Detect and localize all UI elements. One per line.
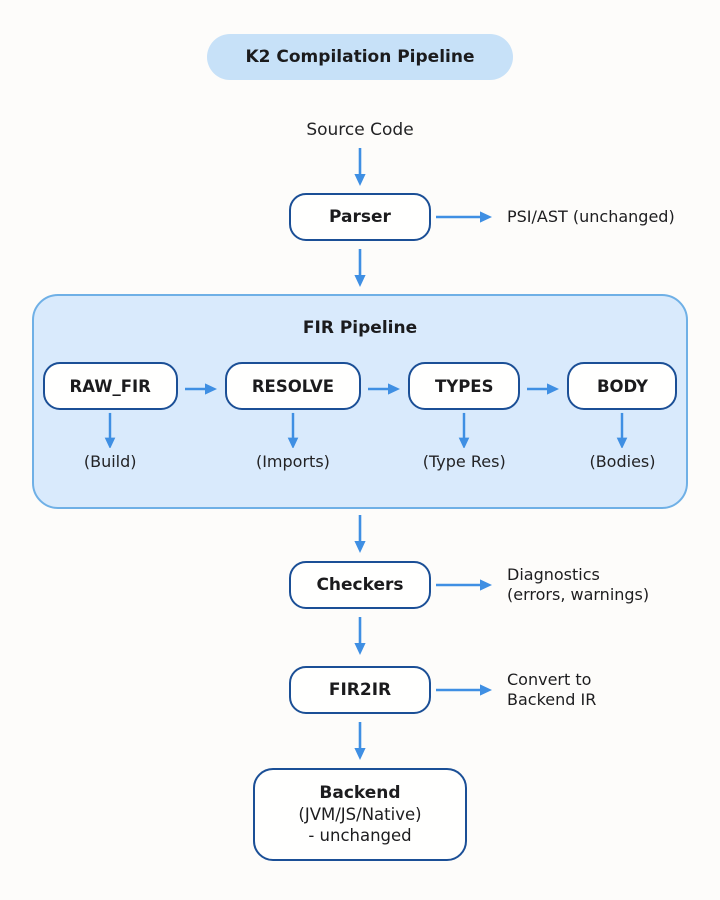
stage-sublabel: (Build) <box>83 452 137 471</box>
arrow-down-icon <box>615 412 630 448</box>
arrow-down-icon <box>103 412 117 448</box>
fir2ir-row: FIR2IR Convert to Backend IR <box>0 666 720 714</box>
fir2ir-label: FIR2IR <box>328 680 392 700</box>
stage-label: BODY <box>596 376 648 396</box>
stage-node-types: TYPES <box>408 362 521 410</box>
checkers-annotation-text: Diagnostics (errors, warnings) <box>507 565 649 605</box>
parser-annotation: PSI/AST (unchanged) <box>436 207 675 227</box>
arrow-right-icon <box>527 382 561 396</box>
stage-sublabel: (Bodies) <box>589 452 656 471</box>
arrow-right-icon <box>436 683 493 697</box>
backend-subtitle: (JVM/JS/Native) <box>298 805 422 824</box>
stage-sublabel: (Type Res) <box>422 452 506 471</box>
fir2ir-annotation: Convert to Backend IR <box>436 670 596 710</box>
parser-annotation-text: PSI/AST (unchanged) <box>507 207 675 226</box>
arrow-right-icon <box>184 382 218 396</box>
arrow-down-icon <box>457 412 471 448</box>
arrow-down-icon <box>286 412 300 448</box>
stage-group-body: BODY (Bodies) <box>567 362 678 471</box>
stage-node-resolve: RESOLVE <box>224 362 362 410</box>
checkers-annotation: Diagnostics (errors, warnings) <box>436 565 649 605</box>
arrow-down-icon <box>353 514 367 554</box>
parser-node: Parser <box>289 193 431 241</box>
annotation-line: Convert to <box>507 670 592 689</box>
fir2ir-node: FIR2IR <box>289 666 431 714</box>
arrow-down-icon <box>353 147 367 187</box>
parser-row: Parser PSI/AST (unchanged) <box>0 193 720 241</box>
fir-pipeline-container: FIR Pipeline RAW_FIR (Build) RESOLVE (Im… <box>32 294 688 509</box>
backend-title: Backend <box>319 783 401 803</box>
backend-note: - unchanged <box>308 826 412 845</box>
fir2ir-annotation-text: Convert to Backend IR <box>507 670 596 710</box>
stage-node-raw-fir: RAW_FIR <box>42 362 178 410</box>
checkers-row: Checkers Diagnostics (errors, warnings) <box>0 561 720 609</box>
stage-node-body: BODY <box>567 362 678 410</box>
arrow-right-icon <box>436 578 493 592</box>
annotation-line: (errors, warnings) <box>507 585 650 604</box>
arrow-right-icon <box>368 382 402 396</box>
diagram-title-pill: K2 Compilation Pipeline <box>207 34 513 80</box>
annotation-line: Backend IR <box>507 690 597 709</box>
arrow-down-icon <box>353 616 367 656</box>
source-code-label: Source Code <box>306 120 414 140</box>
stage-label: TYPES <box>435 376 494 396</box>
arrow-right-icon <box>436 210 493 224</box>
stage-group-resolve: RESOLVE (Imports) <box>224 362 362 471</box>
checkers-node: Checkers <box>289 561 431 609</box>
fir-stage-row: RAW_FIR (Build) RESOLVE (Imports) TYPES <box>42 362 678 471</box>
backend-node: Backend (JVM/JS/Native) - unchanged <box>253 768 467 861</box>
arrow-down-icon <box>353 721 367 761</box>
stage-group-raw-fir: RAW_FIR (Build) <box>42 362 178 471</box>
stage-group-types: TYPES (Type Res) <box>408 362 521 471</box>
fir-pipeline-title: FIR Pipeline <box>302 318 418 338</box>
annotation-line: Diagnostics <box>507 565 600 584</box>
checkers-label: Checkers <box>316 575 404 595</box>
parser-label: Parser <box>329 207 391 227</box>
arrow-down-icon <box>353 248 367 288</box>
stage-label: RAW_FIR <box>69 376 151 396</box>
stage-sublabel: (Imports) <box>255 452 330 471</box>
stage-label: RESOLVE <box>251 376 335 396</box>
